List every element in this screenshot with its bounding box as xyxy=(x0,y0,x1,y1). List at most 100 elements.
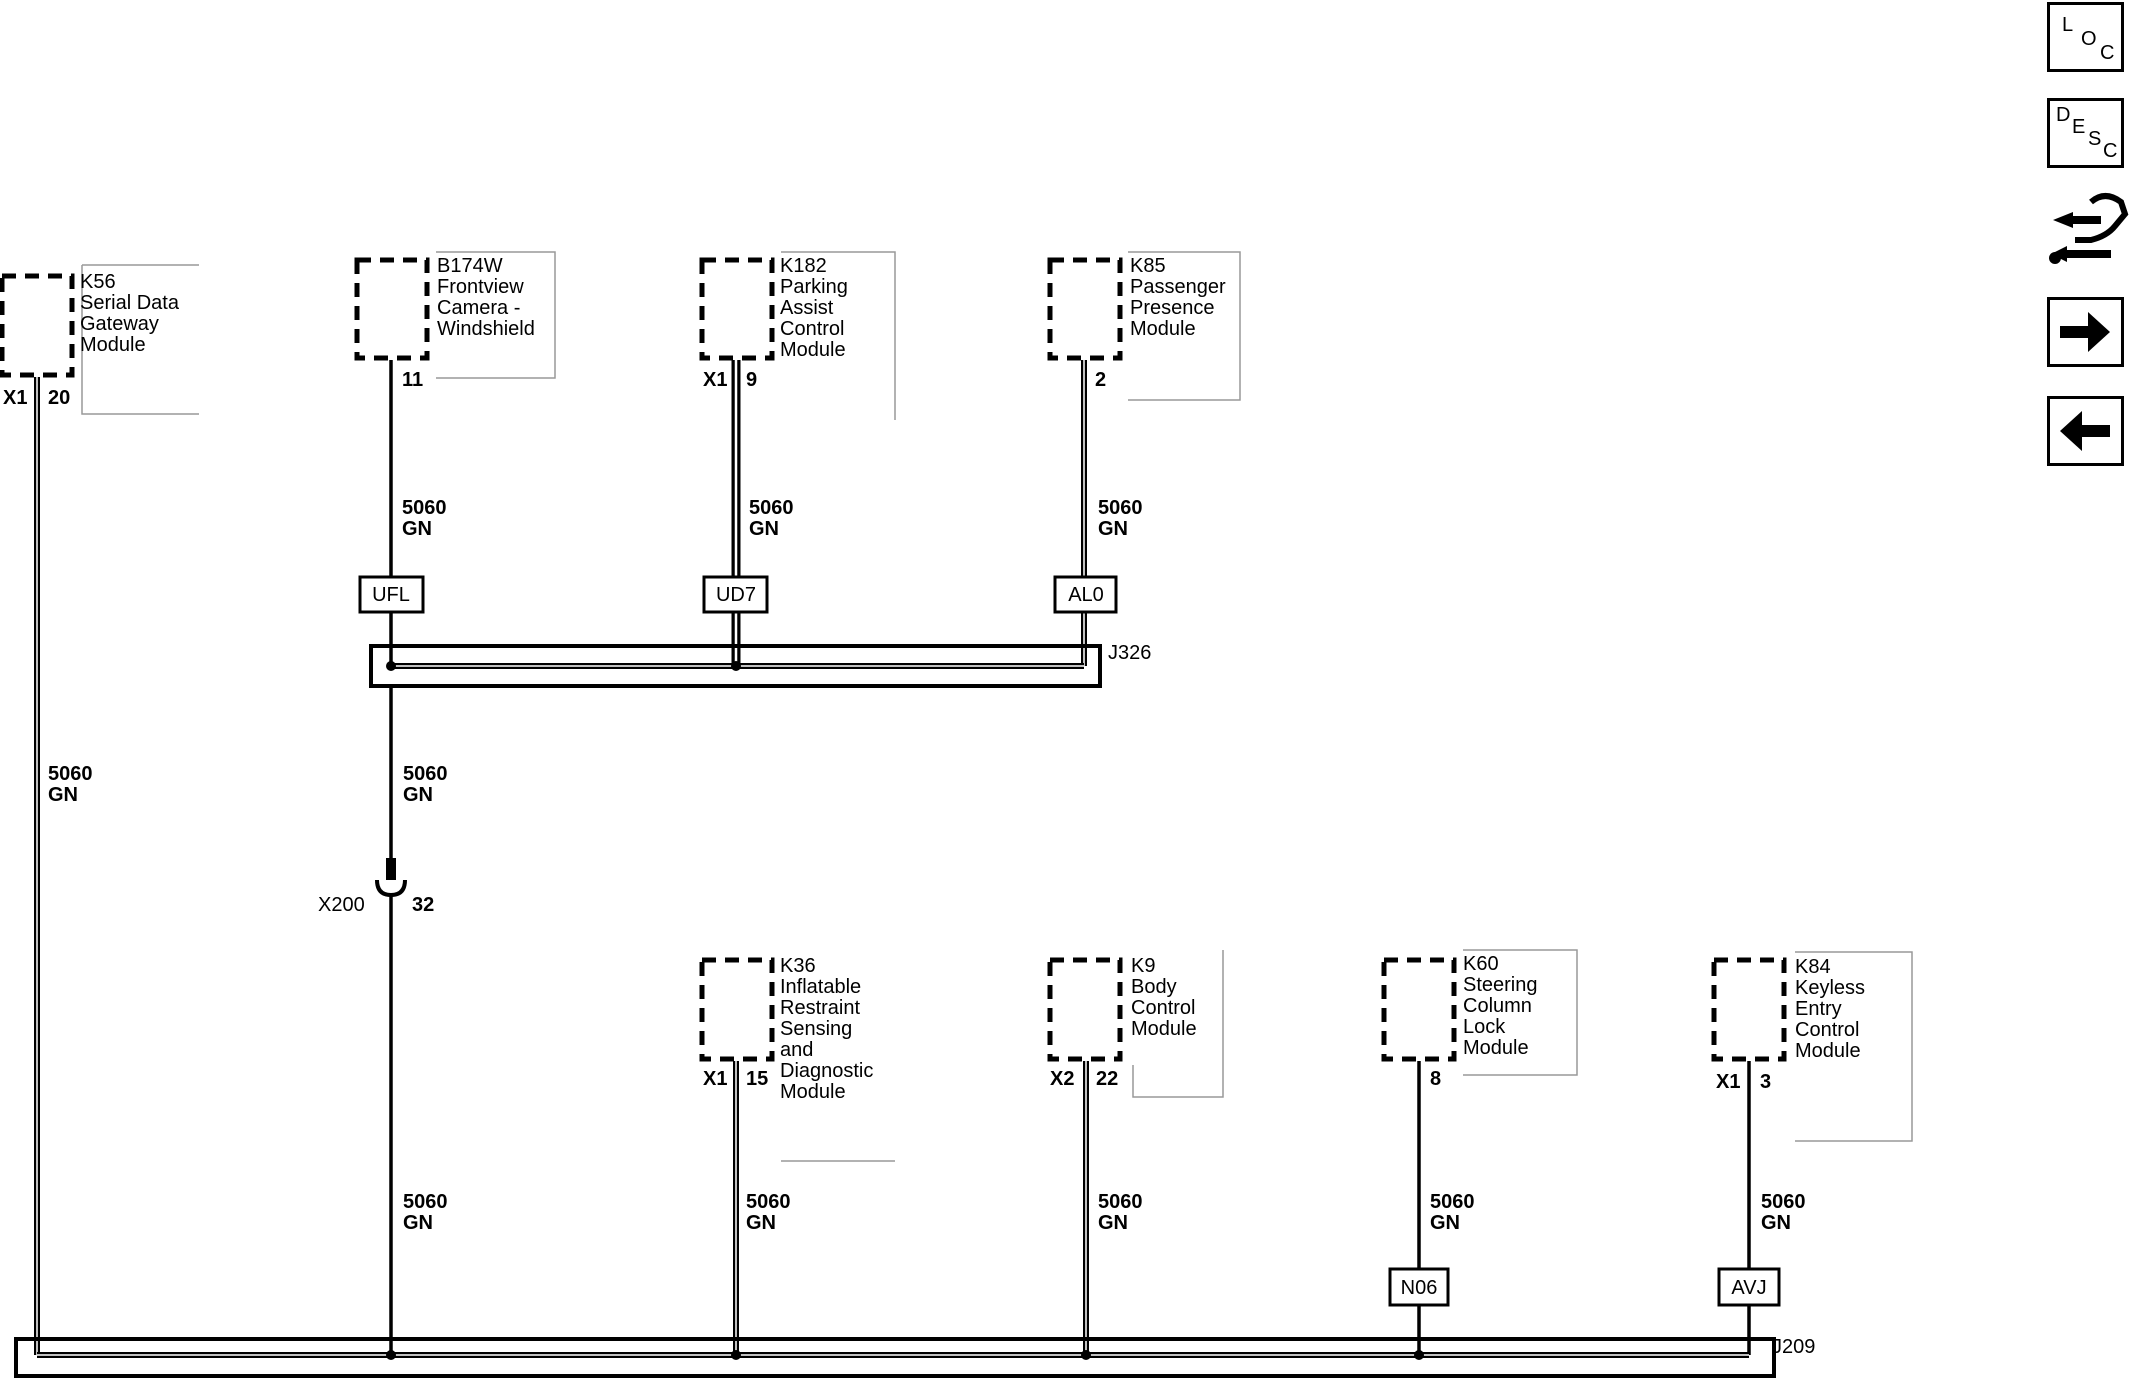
module-k36-name-line: Module xyxy=(780,1081,846,1103)
module-k182-name-line: Control xyxy=(780,318,844,340)
arrow-right-icon xyxy=(2060,312,2110,352)
module-k60-pin: 8 xyxy=(1430,1068,1441,1090)
module-k36-name-line: Restraint xyxy=(780,997,860,1019)
circuit-number: 5060 xyxy=(402,497,447,519)
circuit-number: 5060 xyxy=(403,1191,448,1213)
module-k60-name-line: Steering xyxy=(1463,974,1538,996)
module-k9[interactable]: K9 Body Control Module X2 22 xyxy=(1047,950,1224,1098)
module-k9-connector: X2 xyxy=(1050,1068,1074,1090)
module-k56-name-line: Module xyxy=(80,334,146,356)
module-b174w-name-line: Frontview xyxy=(437,276,524,298)
module-k85-name-line: Passenger xyxy=(1130,276,1226,298)
module-k36[interactable]: K36 Inflatable Restraint Sensing and Dia… xyxy=(699,955,895,1162)
module-k182-id: K182 xyxy=(780,255,827,277)
circuit-number: 5060 xyxy=(749,497,794,519)
module-k36-name-line: Diagnostic xyxy=(780,1060,873,1082)
module-k56-pin: 20 xyxy=(48,387,70,409)
module-k84-name-line: Control xyxy=(1795,1019,1859,1041)
svg-text:N06: N06 xyxy=(1401,1277,1438,1299)
option-code-avj[interactable]: AVJ xyxy=(1717,1267,1781,1307)
module-k36-pin: 15 xyxy=(746,1068,768,1090)
next-page-button[interactable] xyxy=(2047,297,2124,367)
wire-color: GN xyxy=(1430,1212,1460,1234)
svg-text:AVJ: AVJ xyxy=(1731,1277,1766,1299)
module-k36-name-line: and xyxy=(780,1039,813,1061)
module-k60-name-line: Module xyxy=(1463,1037,1529,1059)
module-k56-connector: X1 xyxy=(3,387,27,409)
wire-k56: 5060 GN xyxy=(34,377,93,1355)
splice-j326-label: J326 xyxy=(1108,642,1151,664)
wire-label-k85: 5060 GN xyxy=(1098,497,1143,540)
wire-k60: 5060 GN xyxy=(1417,1061,1475,1355)
module-k84-name-line: Keyless xyxy=(1795,977,1865,999)
inline-connector-x200[interactable]: X200 32 xyxy=(318,858,434,1355)
module-k60-id: K60 xyxy=(1463,953,1499,975)
module-k85-pin: 2 xyxy=(1095,369,1106,391)
module-b174w[interactable]: B174W Frontview Camera - Windshield 11 xyxy=(354,251,556,391)
module-k84-name-line: Module xyxy=(1795,1040,1861,1062)
wire-color: GN xyxy=(403,1212,433,1234)
location-button[interactable]: L O C xyxy=(2047,2,2124,72)
wire-color: GN xyxy=(1098,1212,1128,1234)
module-k36-name-line: Inflatable xyxy=(780,976,861,998)
wire-color: GN xyxy=(1098,518,1128,540)
option-code-n06[interactable]: N06 xyxy=(1388,1267,1450,1307)
arrow-left-icon xyxy=(2060,411,2110,451)
module-k9-pin: 22 xyxy=(1096,1068,1118,1090)
splice-j209[interactable]: J209 xyxy=(14,1336,1815,1378)
module-k182-connector: X1 xyxy=(703,369,727,391)
module-k84[interactable]: K84 Keyless Entry Control Module X1 3 xyxy=(1711,951,1913,1142)
wrench-icon[interactable] xyxy=(2049,193,2129,264)
module-k60[interactable]: K60 Steering Column Lock Module 8 xyxy=(1381,949,1578,1090)
circuit-number: 5060 xyxy=(48,763,93,785)
module-k85-id: K85 xyxy=(1130,255,1166,277)
wire-color: GN xyxy=(48,784,78,806)
module-k84-pin: 3 xyxy=(1760,1071,1771,1093)
option-code-ufl[interactable]: UFL xyxy=(358,575,425,614)
desc-letter: C xyxy=(2103,140,2118,162)
option-code-al0[interactable]: AL0 xyxy=(1053,575,1118,614)
circuit-number: 5060 xyxy=(1098,497,1143,519)
module-k182[interactable]: K182 Parking Assist Control Module X1 9 xyxy=(699,251,896,420)
module-b174w-id: B174W xyxy=(437,255,503,277)
module-k85[interactable]: K85 Passenger Presence Module 2 xyxy=(1047,251,1241,401)
previous-page-button[interactable] xyxy=(2047,396,2124,466)
module-b174w-pin: 11 xyxy=(402,369,423,391)
module-k36-name-line: Sensing xyxy=(780,1018,852,1040)
module-k36-connector: X1 xyxy=(703,1068,727,1090)
module-k85-name-line: Module xyxy=(1130,318,1196,340)
module-k84-name-line: Entry xyxy=(1795,998,1842,1020)
wire-k9: 5060 GN xyxy=(1083,1061,1143,1355)
module-k182-name-line: Module xyxy=(780,339,846,361)
loc-letter: L xyxy=(2062,14,2074,36)
module-k9-name-line: Module xyxy=(1131,1018,1197,1040)
desc-letter: S xyxy=(2088,128,2102,150)
wire-color: GN xyxy=(403,784,433,806)
desc-letter: E xyxy=(2072,116,2086,138)
desc-letter: D xyxy=(2056,104,2071,126)
module-k85-name-line: Presence xyxy=(1130,297,1215,319)
loc-letter: O xyxy=(2081,28,2097,50)
circuit-number: 5060 xyxy=(1098,1191,1143,1213)
wire-k84: 5060 GN xyxy=(1747,1061,1806,1355)
wire-label-x200: 5060 GN xyxy=(403,1191,448,1234)
svg-text:AL0: AL0 xyxy=(1068,584,1104,606)
wire-label-k182: 5060 GN xyxy=(749,497,794,540)
module-k60-name-line: Column xyxy=(1463,995,1532,1017)
splice-j209-label: J209 xyxy=(1772,1336,1815,1358)
svg-text:UD7: UD7 xyxy=(716,584,756,606)
splice-j326[interactable]: J326 xyxy=(369,642,1151,688)
module-k9-name-line: Body xyxy=(1131,976,1177,998)
module-k84-id: K84 xyxy=(1795,956,1831,978)
option-code-ud7[interactable]: UD7 xyxy=(702,575,769,614)
module-k56-name-line: Gateway xyxy=(80,313,159,335)
module-k56-name-line: Serial Data xyxy=(80,292,180,314)
module-k9-name-line: Control xyxy=(1131,997,1195,1019)
module-k60-name-line: Lock xyxy=(1463,1016,1506,1038)
svg-text:UFL: UFL xyxy=(372,584,410,606)
module-k56[interactable]: K56 Serial Data Gateway Module X1 20 xyxy=(0,264,199,415)
wire-j326-x200: 5060 GN xyxy=(389,686,448,880)
description-button[interactable]: D E S C xyxy=(2047,98,2124,168)
module-k182-pin: 9 xyxy=(746,369,757,391)
